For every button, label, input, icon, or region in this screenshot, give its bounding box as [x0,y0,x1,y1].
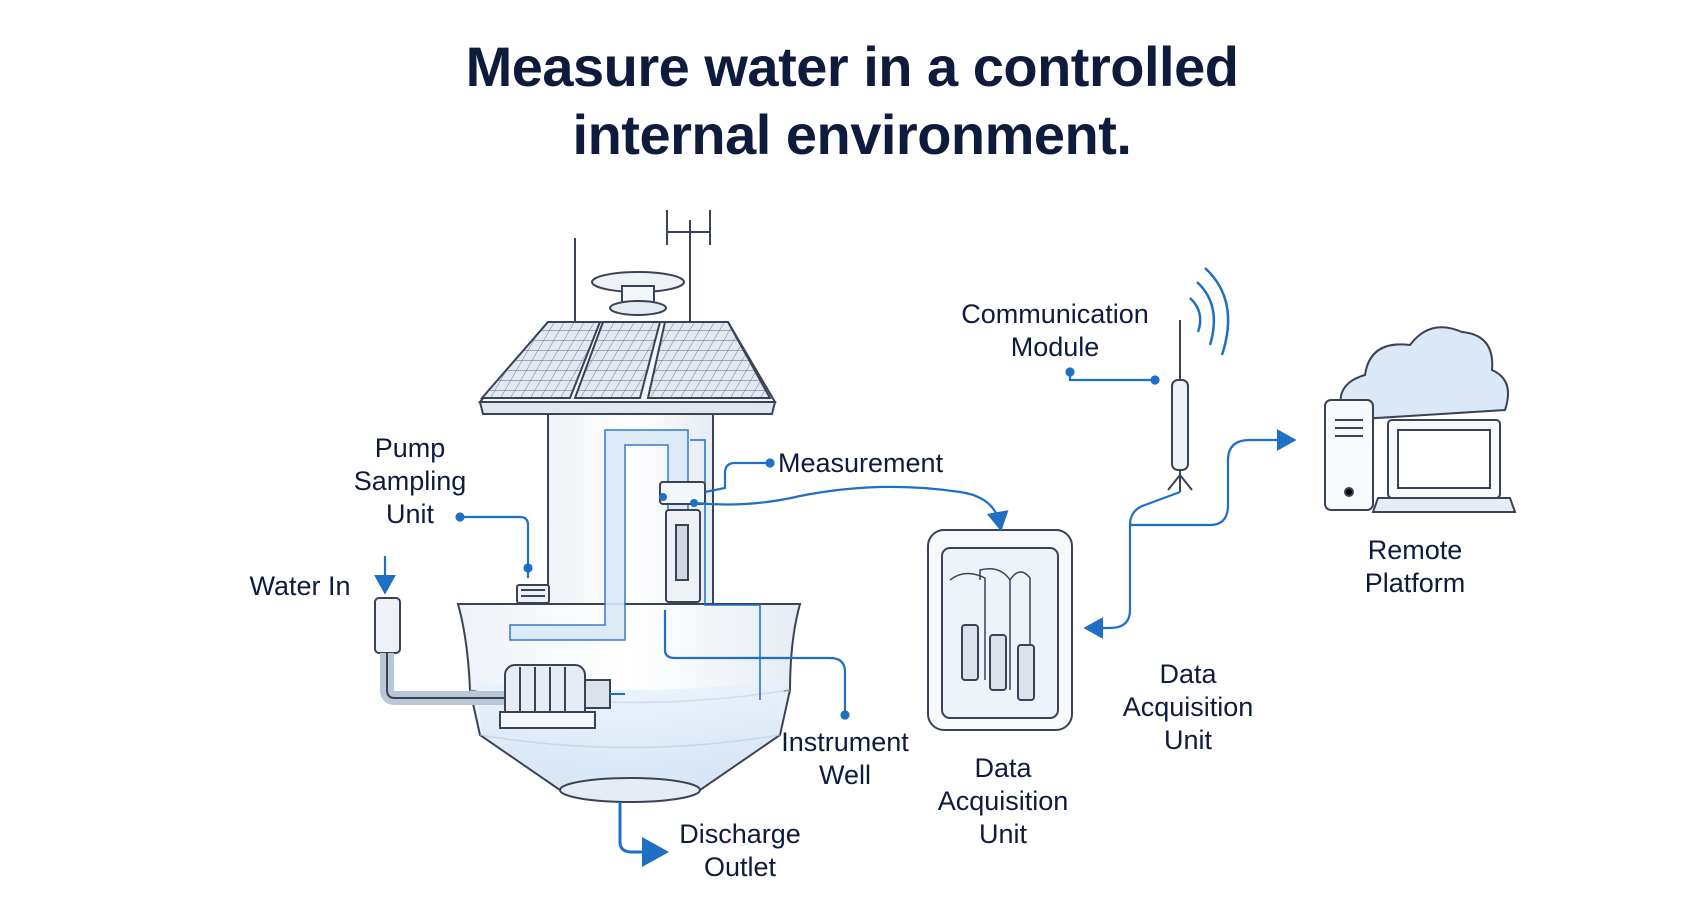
label-line: Pump [374,433,446,463]
label-water-in: Water In [249,571,351,601]
sampling-cap-icon [516,584,550,604]
label-line: Data [1159,659,1217,689]
sensor-probe-icon [659,481,706,603]
label-line: Data [974,753,1032,783]
label-line: Outlet [703,852,777,882]
antenna-icon [574,210,711,330]
cloud-icon [1339,326,1509,422]
label-line: Acquisition [937,786,1069,816]
label-line: Module [1010,332,1100,362]
label-communication-module: Communication Module [950,298,1160,364]
label-line: Unit [978,819,1027,849]
label-pump-sampling-unit: Pump Sampling Unit [345,432,475,531]
label-data-acquisition-unit-right: Data Acquisition Unit [1113,658,1263,757]
rotating-sensor-icon [591,271,685,316]
label-line: Instrument [781,727,909,757]
communication-antenna-icon [1167,320,1193,492]
label-line: Unit [1163,725,1212,755]
label-data-acquisition-unit-bottom: Data Acquisition Unit [928,752,1078,851]
data-acquisition-cabinet [927,529,1073,731]
label-discharge-outlet: Discharge Outlet [665,818,815,884]
label-line: Discharge [679,819,801,849]
label-line: Well [818,760,871,790]
label-measurement: Measurement [778,448,944,478]
discharge-outlet-pipe [618,802,669,867]
label-line: Remote [1367,535,1463,565]
wifi-signal-icon [1189,267,1230,356]
page-title-line-2: internal environment. [572,103,1132,166]
label-line: Communication [961,299,1149,329]
label-line: Unit [385,499,434,529]
label-instrument-well: Instrument Well [770,726,920,792]
label-line: Sampling [353,466,467,496]
label-line: Acquisition [1122,692,1254,722]
solar-panel-icon [477,321,777,415]
label-line: Platform [1364,568,1466,598]
connector-lines [374,367,1297,720]
water-inlet-pipe [374,597,510,705]
label-remote-platform: Remote Platform [1345,534,1485,600]
page-title-line-1: Measure water in a controlled [465,35,1239,98]
desktop-computer-icon [1324,399,1374,511]
laptop-icon [1371,419,1517,513]
pump-motor-icon [499,664,625,729]
